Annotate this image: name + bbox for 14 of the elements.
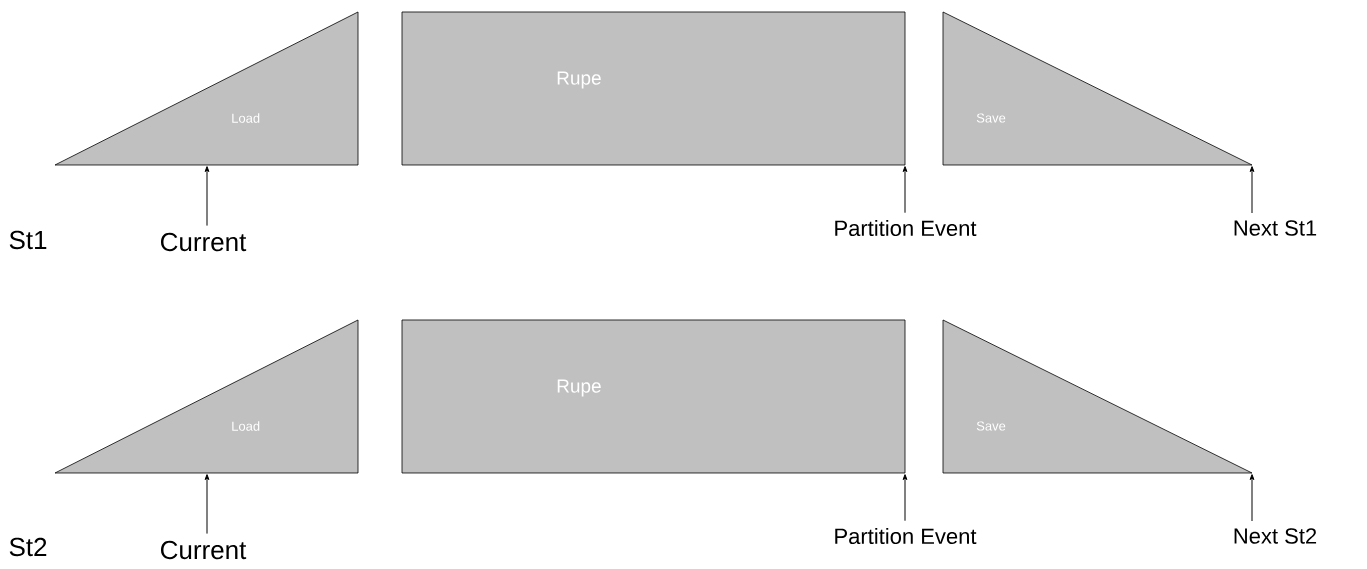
- row-label: St2: [9, 537, 47, 557]
- arrow: [204, 474, 210, 535]
- caption-text: Current: [161, 540, 247, 560]
- arrow: [1249, 166, 1255, 214]
- row-label: St1: [9, 230, 47, 250]
- arrow: [902, 474, 908, 522]
- caption-text: Current: [161, 232, 247, 252]
- arrow: [204, 166, 210, 227]
- arrow: [1249, 474, 1255, 522]
- caption-text: Partition Event: [835, 219, 977, 237]
- arrow: [902, 166, 908, 214]
- caption-text: Next St2: [1234, 528, 1317, 544]
- caption-text: Next St1: [1234, 220, 1317, 236]
- caption-text: Partition Event: [835, 527, 977, 545]
